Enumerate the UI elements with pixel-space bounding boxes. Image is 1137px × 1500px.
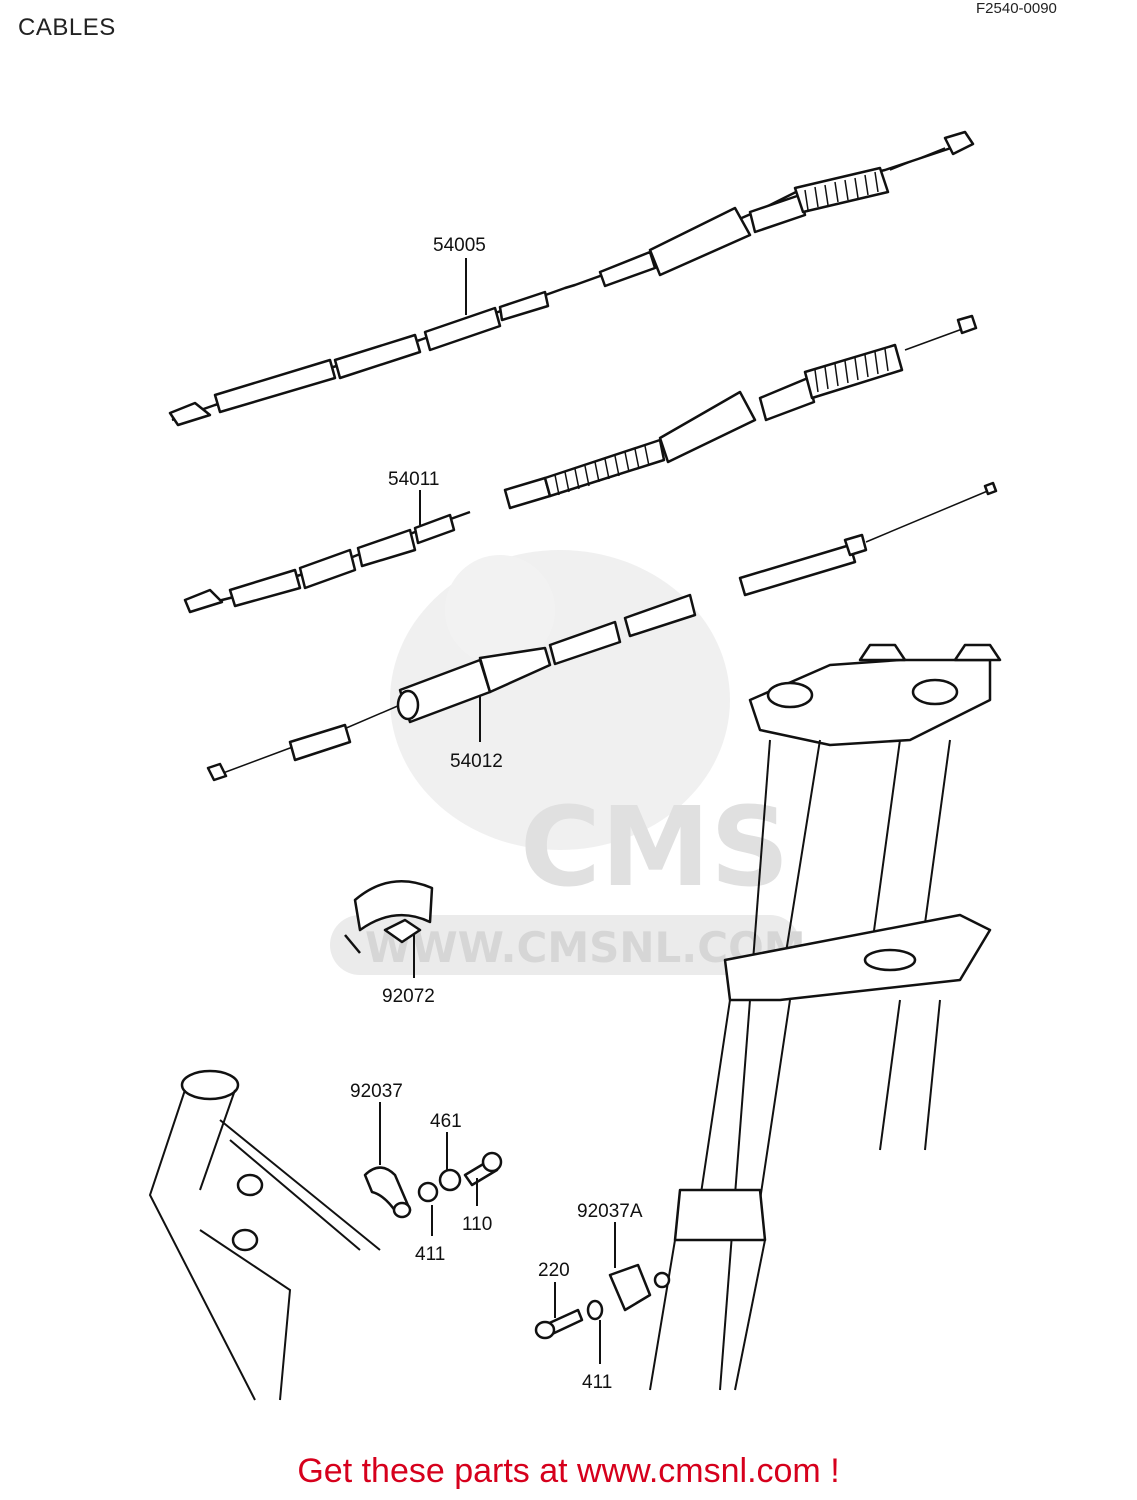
diagram-code: F2540-0090 bbox=[976, 0, 1057, 17]
clamp-92037 bbox=[363, 1151, 503, 1219]
clamp-92037A bbox=[534, 1263, 671, 1340]
front-fork bbox=[649, 643, 1002, 1391]
callout-92037: 92037 bbox=[350, 1081, 403, 1102]
page-title: CABLES bbox=[18, 14, 116, 41]
callout-54011: 54011 bbox=[388, 469, 439, 490]
leader-lines bbox=[379, 258, 616, 1364]
frame bbox=[148, 1069, 381, 1401]
cable-54012 bbox=[206, 481, 998, 782]
callout-461: 461 bbox=[430, 1111, 462, 1132]
callout-92037A: 92037A bbox=[577, 1201, 643, 1222]
cable-54005 bbox=[168, 130, 975, 427]
callout-411-lower: 411 bbox=[582, 1372, 612, 1393]
callout-92072: 92072 bbox=[382, 986, 435, 1007]
callout-54012: 54012 bbox=[450, 751, 503, 772]
cable-band-92072 bbox=[344, 880, 434, 954]
callout-411-upper: 411 bbox=[415, 1244, 445, 1265]
watermark-brand: CMS bbox=[520, 783, 789, 911]
cable-54011 bbox=[183, 314, 978, 614]
callout-labels: 54005 54011 54012 92072 92037 461 110 41… bbox=[350, 235, 643, 1393]
callout-54005: 54005 bbox=[433, 235, 486, 256]
callout-220: 220 bbox=[538, 1260, 570, 1281]
callout-110: 110 bbox=[462, 1214, 492, 1235]
footer-cta-link[interactable]: Get these parts at www.cmsnl.com ! bbox=[297, 1452, 840, 1490]
